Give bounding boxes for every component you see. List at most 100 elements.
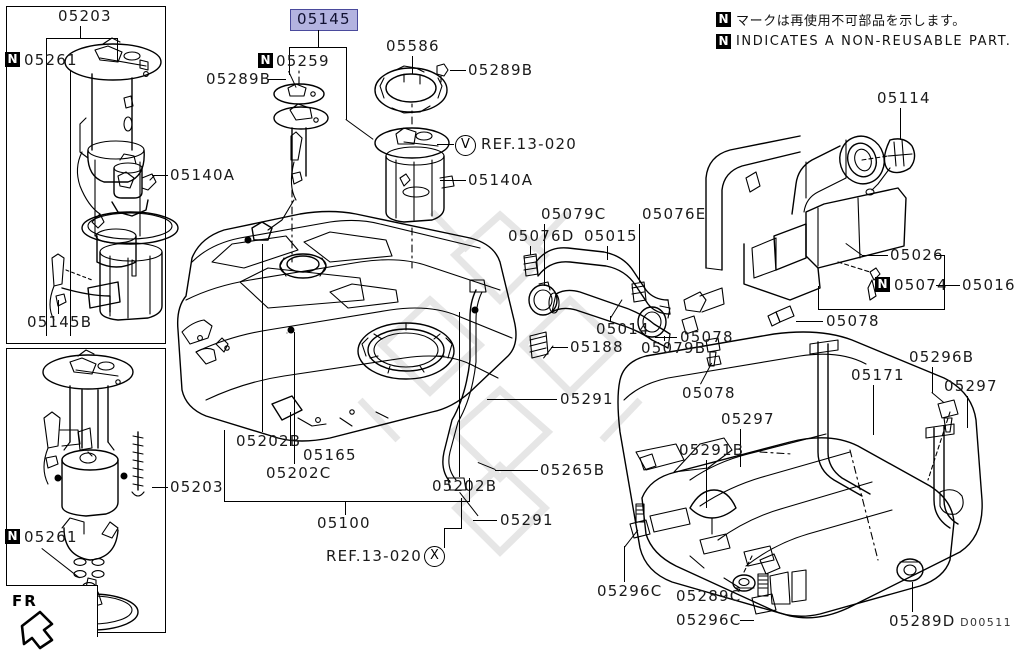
leader-05140A-left: [152, 175, 168, 176]
part-label-05015[interactable]: 05015: [584, 229, 638, 244]
leader-05203-top-h: [46, 38, 118, 39]
group-bracket-05016-v: [944, 255, 945, 310]
reference-marker-x: X: [424, 546, 445, 567]
part-label-05289D[interactable]: 05289D: [889, 614, 955, 629]
leader-05203-top-r: [117, 38, 118, 62]
non-reusable-badge-icon: N: [716, 34, 731, 49]
leader-05202C: [294, 332, 295, 464]
leader-05296C-left-d: [624, 530, 638, 548]
art-hoses: [524, 136, 800, 358]
part-label-05078-mid[interactable]: 05078: [682, 386, 736, 401]
leader-05296B-v: [932, 367, 933, 393]
part-label-05296B[interactable]: 05296B: [909, 350, 974, 365]
legend-text-en: INDICATES A NON-REUSABLE PART.: [736, 34, 1011, 49]
part-label-05145B[interactable]: 05145B: [27, 315, 92, 330]
leader-05078-top-h: [655, 337, 677, 338]
part-label-05296C-bottom[interactable]: 05296C: [676, 613, 741, 628]
part-label-05291-top[interactable]: 05291: [560, 392, 614, 407]
part-label-05078-top[interactable]: 05078: [680, 330, 734, 345]
part-label-05265B[interactable]: 05265B: [540, 463, 605, 478]
part-label-05261-bottom[interactable]: 05261: [24, 530, 78, 545]
legend-row-en: N INDICATES A NON-REUSABLE PART.: [716, 30, 1011, 52]
part-label-05297-right[interactable]: 05297: [944, 379, 998, 394]
part-label-05296C-left[interactable]: 05296C: [597, 584, 662, 599]
leader-05145-diag: [345, 119, 373, 140]
part-label-05203-bottom[interactable]: 05203: [170, 480, 224, 495]
leader-05188-h: [551, 347, 568, 348]
part-label-05014[interactable]: 05014: [596, 322, 650, 337]
part-label-05076E[interactable]: 05076E: [642, 207, 706, 222]
legend-row-jp: N マークは再使用不可部品を示します。: [716, 8, 1011, 30]
part-label-05289B-left[interactable]: 05289B: [206, 72, 271, 87]
leader-05296C-left-v: [624, 546, 625, 582]
part-label-05079C[interactable]: 05079C: [541, 207, 606, 222]
non-reusable-badge-05074: N: [875, 277, 890, 292]
leader-05014-d: [610, 299, 623, 318]
part-label-05076D[interactable]: 05076D: [508, 229, 574, 244]
non-reusable-badge-icon: N: [716, 12, 731, 27]
fr-notch-edge-h: [6, 585, 98, 586]
part-label-05259[interactable]: 05259: [276, 54, 330, 69]
diagram-code: D00511: [960, 616, 1012, 629]
group-bracket-05016-left: [818, 286, 819, 310]
leader-05265B-d: [478, 462, 496, 470]
leader-05076E: [639, 224, 640, 282]
leader-05202B-left: [262, 244, 263, 432]
selected-part-label-05145[interactable]: 05145: [290, 9, 358, 31]
part-label-05100[interactable]: 05100: [317, 516, 371, 531]
leader-05289D: [912, 582, 913, 612]
leader-05015: [607, 246, 608, 260]
leader-05203-top-l: [46, 38, 47, 336]
reference-label-v[interactable]: REF.13-020: [481, 137, 577, 152]
reference-label-x[interactable]: REF.13-020: [326, 549, 422, 564]
part-label-05202B-left[interactable]: 05202B: [236, 434, 301, 449]
art-sender-05145: [252, 70, 328, 262]
art-filler-neck: [744, 130, 915, 300]
part-label-05188[interactable]: 05188: [570, 340, 624, 355]
part-label-05297-left[interactable]: 05297: [721, 412, 775, 427]
part-label-05203-top[interactable]: 05203: [58, 9, 112, 24]
fr-notch-edge-v: [97, 586, 98, 637]
part-label-05140A-left[interactable]: 05140A: [170, 168, 235, 183]
leader-05188-d: [543, 345, 554, 358]
part-label-05586[interactable]: 05586: [386, 39, 440, 54]
part-label-05140A-center[interactable]: 05140A: [468, 173, 533, 188]
leader-05114: [900, 108, 901, 140]
legend: N マークは再使用不可部品を示します。 N INDICATES A NON-RE…: [716, 8, 1011, 52]
reference-marker-v: V: [455, 135, 476, 156]
non-reusable-badge-05259: N: [258, 53, 273, 68]
leader-05203-top-v: [80, 26, 81, 38]
leader-05145-v: [318, 30, 319, 48]
part-label-05202B-right[interactable]: 05202B: [432, 479, 497, 494]
part-label-05165[interactable]: 05165: [303, 448, 357, 463]
leader-05076D: [530, 246, 531, 255]
leader-05202B-right: [459, 312, 460, 477]
leader-05026-d: [845, 243, 862, 256]
part-label-05171[interactable]: 05171: [851, 368, 905, 383]
leader-05100-v: [345, 501, 346, 515]
art-pump-module-05140A: [375, 104, 454, 268]
leader-05291B: [706, 460, 707, 508]
part-label-05261-top[interactable]: 05261: [24, 53, 78, 68]
leader-ref-v: [437, 144, 454, 145]
part-label-05016[interactable]: 05016: [962, 278, 1016, 293]
part-label-05291B[interactable]: 05291B: [679, 443, 744, 458]
part-label-05202C[interactable]: 05202C: [266, 466, 331, 481]
leader-05203-bottom: [152, 487, 168, 488]
leader-05145B: [58, 300, 59, 314]
leader-05296B-d: [931, 392, 944, 403]
leader-ref-x-v2: [461, 498, 462, 529]
part-label-05078-right[interactable]: 05078: [826, 314, 880, 329]
art-heat-protector: [618, 332, 982, 618]
part-label-05114[interactable]: 05114: [877, 91, 931, 106]
group-bracket-05100: [224, 501, 470, 502]
leader-05261-top: [70, 70, 71, 336]
part-label-05289B-right[interactable]: 05289B: [468, 63, 533, 78]
leader-05165: [290, 412, 291, 446]
leader-05291-top: [487, 399, 557, 400]
part-label-05291-bottom[interactable]: 05291: [500, 513, 554, 528]
leader-05016-h: [944, 285, 960, 286]
part-label-05289C[interactable]: 05289C: [676, 589, 741, 604]
leader-05145-right: [346, 47, 347, 120]
leader-05265B: [495, 470, 538, 471]
